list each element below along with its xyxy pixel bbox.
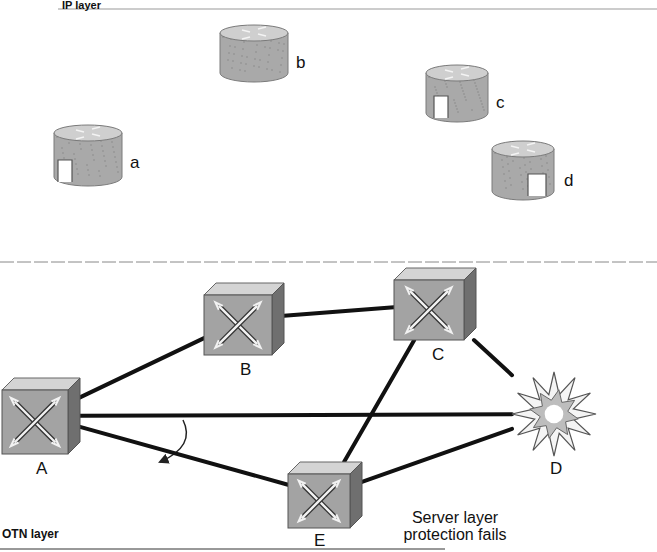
ip-router: d (490, 140, 556, 200)
node-name: A (36, 460, 47, 477)
oxc-icon (2, 378, 80, 454)
router-icon (218, 24, 290, 82)
failure-note: Server layer protection fails (380, 510, 530, 544)
node-name: E (314, 532, 325, 549)
ip-layer-line (58, 9, 657, 10)
fiber-link (474, 340, 512, 375)
otn-switch: D (512, 372, 596, 456)
node-name: a (130, 154, 139, 171)
router-icon (424, 64, 490, 122)
router-port (528, 174, 546, 196)
router-icon (52, 124, 124, 186)
otn-layer-line (0, 549, 445, 550)
router-port (58, 160, 72, 182)
node-name: b (296, 54, 305, 71)
ip-router: c (424, 64, 490, 122)
otn-switch: C (394, 268, 476, 340)
otn-switch: E (288, 462, 362, 528)
node-name: d (564, 172, 573, 189)
otn-switch: B (204, 283, 284, 355)
router-body (492, 141, 554, 200)
oxc-cube (2, 378, 80, 454)
fiber-link (80, 338, 204, 397)
oxc-icon (288, 462, 362, 528)
router-body (54, 125, 122, 186)
layer-separator (0, 262, 657, 263)
router-icon (490, 140, 556, 200)
oxc-icon (394, 268, 476, 340)
fiber-link (344, 340, 414, 462)
ip-router: a (52, 124, 124, 186)
oxc-cube (288, 462, 362, 528)
failure-burst (512, 372, 596, 456)
node-name: C (432, 346, 444, 363)
router-body (426, 65, 488, 122)
oxc-cube (204, 283, 284, 355)
router-body (220, 25, 288, 82)
router-port (434, 96, 448, 118)
node-name: B (240, 361, 251, 378)
oxc-icon (204, 283, 284, 355)
layer-name: IP layer (62, 0, 101, 12)
fiber-link (80, 414, 512, 416)
ip-router: b (218, 24, 290, 82)
oxc-cube (394, 268, 476, 340)
otn-switch: A (2, 378, 80, 454)
fiber-link (284, 307, 394, 316)
fiber-link (362, 429, 512, 482)
node-name: D (550, 460, 562, 477)
layer-name: OTN layer (2, 528, 59, 541)
node-name: c (496, 94, 505, 111)
fiber-link (80, 427, 288, 485)
burst-icon (512, 372, 596, 456)
